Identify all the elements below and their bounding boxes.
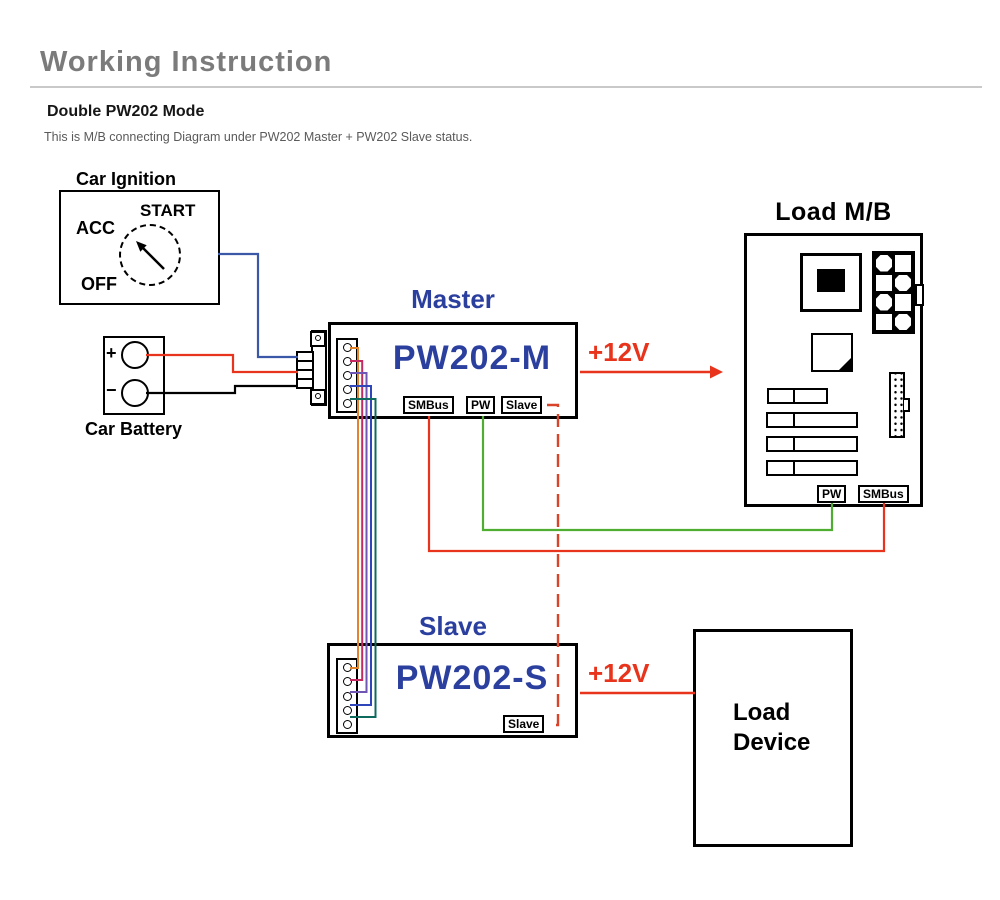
pin-icon (342, 663, 352, 672)
pin-icon (342, 343, 352, 352)
master-pin-connector (336, 338, 358, 413)
expansion-slot (767, 388, 828, 404)
atx-pin (895, 274, 911, 291)
load-device-label: Load Device (733, 698, 810, 758)
pin-icon (342, 691, 352, 701)
pin-icon (342, 357, 352, 366)
atx-latch-tab (915, 284, 924, 306)
car-battery-label: Car Battery (85, 419, 183, 439)
master-model-label: PW202-M (392, 339, 552, 377)
atx-pin (895, 294, 911, 311)
atx-pin (876, 313, 892, 330)
plug-slot-divider (298, 378, 312, 380)
slave-port-slave: Slave (503, 715, 545, 733)
screw-dot-icon (315, 393, 321, 399)
slot-divider (793, 438, 795, 450)
pin-icon (342, 371, 352, 380)
section-description: This is M/B connecting Diagram under PW2… (44, 130, 473, 144)
battery-plus-sign: + (106, 343, 117, 363)
title-divider (30, 86, 982, 88)
connector-screw-top (310, 331, 326, 347)
chipset-icon (811, 333, 853, 372)
expansion-slot (766, 460, 858, 476)
load-device-box (693, 629, 853, 847)
load-mb-port-pw: PW (817, 485, 847, 503)
master-port-pw: PW (466, 396, 496, 414)
pin-icon (342, 677, 352, 687)
page-title: Working Instruction (40, 46, 333, 78)
arrowhead-12v-icon (710, 365, 723, 379)
slave-heading: Slave (419, 611, 487, 641)
wire-battery-negative (146, 384, 298, 395)
atx-pin (876, 294, 892, 311)
atx-pin (895, 255, 911, 272)
car-ignition-box (59, 190, 220, 305)
atx-pin (895, 313, 911, 330)
master-output-voltage-label: +12V (588, 337, 650, 367)
slot-divider (793, 462, 795, 474)
slot-divider (793, 414, 795, 426)
atx-power-connector-icon (872, 251, 915, 334)
load-mb-port-smbus: SMBus (858, 485, 909, 503)
input-plug (296, 351, 314, 389)
expansion-slot (766, 412, 858, 428)
cpu-socket-icon (800, 253, 862, 312)
connector-screw-bottom (310, 389, 326, 405)
pin-header-notch (904, 398, 910, 412)
pin-header-icon (889, 372, 905, 438)
ignition-key-dial-icon (119, 224, 181, 286)
plug-slot-divider (298, 369, 312, 371)
pin-icon (342, 720, 352, 729)
load-device-line1: Load (733, 699, 791, 726)
slot-divider (793, 390, 795, 402)
battery-positive-terminal (121, 341, 149, 369)
folded-corner-icon (838, 357, 852, 371)
car-battery-box (103, 336, 165, 415)
slave-unit-box (327, 643, 578, 738)
pin-icon (342, 705, 352, 715)
battery-negative-terminal (121, 379, 149, 407)
ignition-off-label: OFF (81, 274, 117, 294)
slave-pin-connector (336, 658, 358, 734)
cpu-die-icon (817, 269, 845, 292)
wire-ignition-signal (218, 252, 298, 359)
master-port-slave: Slave (501, 396, 543, 414)
ignition-acc-label: ACC (76, 218, 115, 238)
battery-minus-sign: − (106, 380, 117, 400)
plug-slot-divider (298, 360, 312, 362)
master-port-smbus: SMBus (403, 396, 454, 414)
screw-dot-icon (315, 335, 321, 341)
atx-pin (876, 274, 892, 291)
load-device-line2: Device (733, 729, 811, 756)
pin-icon (342, 399, 352, 408)
atx-pin (876, 255, 892, 272)
slave-output-voltage-label: +12V (588, 658, 650, 688)
load-mb-label: Load M/B (775, 198, 892, 226)
pin-icon (342, 385, 352, 394)
wire-battery-positive (146, 353, 298, 374)
ignition-start-label: START (140, 201, 196, 220)
master-heading: Master (411, 284, 495, 314)
section-title: Double PW202 Mode (47, 103, 205, 120)
car-ignition-label: Car Ignition (76, 169, 176, 189)
slave-model-label: PW202-S (395, 659, 549, 697)
expansion-slot (766, 436, 858, 452)
